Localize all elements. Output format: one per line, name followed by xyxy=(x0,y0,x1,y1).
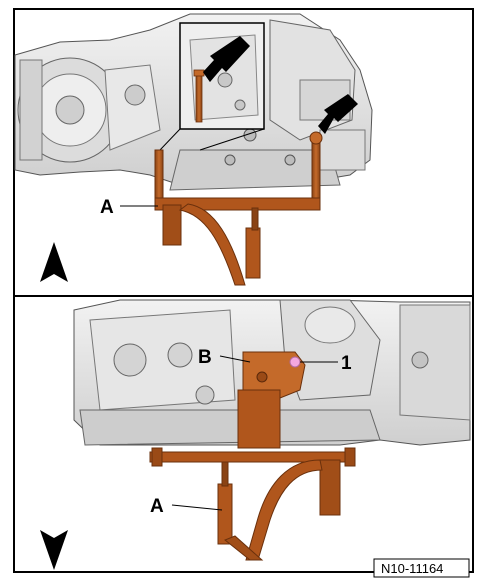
arrow-up-icon xyxy=(40,242,68,282)
callout-b: B xyxy=(198,347,212,368)
arrow-down-icon xyxy=(40,530,68,570)
callout-1: 1 xyxy=(341,353,352,374)
bottom-callout-a: A xyxy=(150,496,164,517)
top-bracket-a xyxy=(154,131,323,286)
pointer-arrow-icon xyxy=(203,36,250,82)
bracket-b xyxy=(237,351,306,449)
top-panel: A xyxy=(14,13,373,286)
reference-code-box xyxy=(373,558,470,578)
reference-code: N10-11164 xyxy=(381,561,443,576)
bolt-1-highlight xyxy=(289,356,301,368)
callout-b-leader xyxy=(219,355,251,363)
bottom-callout-a-leader xyxy=(171,504,223,511)
bottom-panel: B 1 A N10-11164 xyxy=(40,299,471,578)
top-callout-a: A xyxy=(100,197,114,218)
pointer-arrow-icon xyxy=(318,94,358,134)
bottom-bracket-a xyxy=(149,447,356,561)
